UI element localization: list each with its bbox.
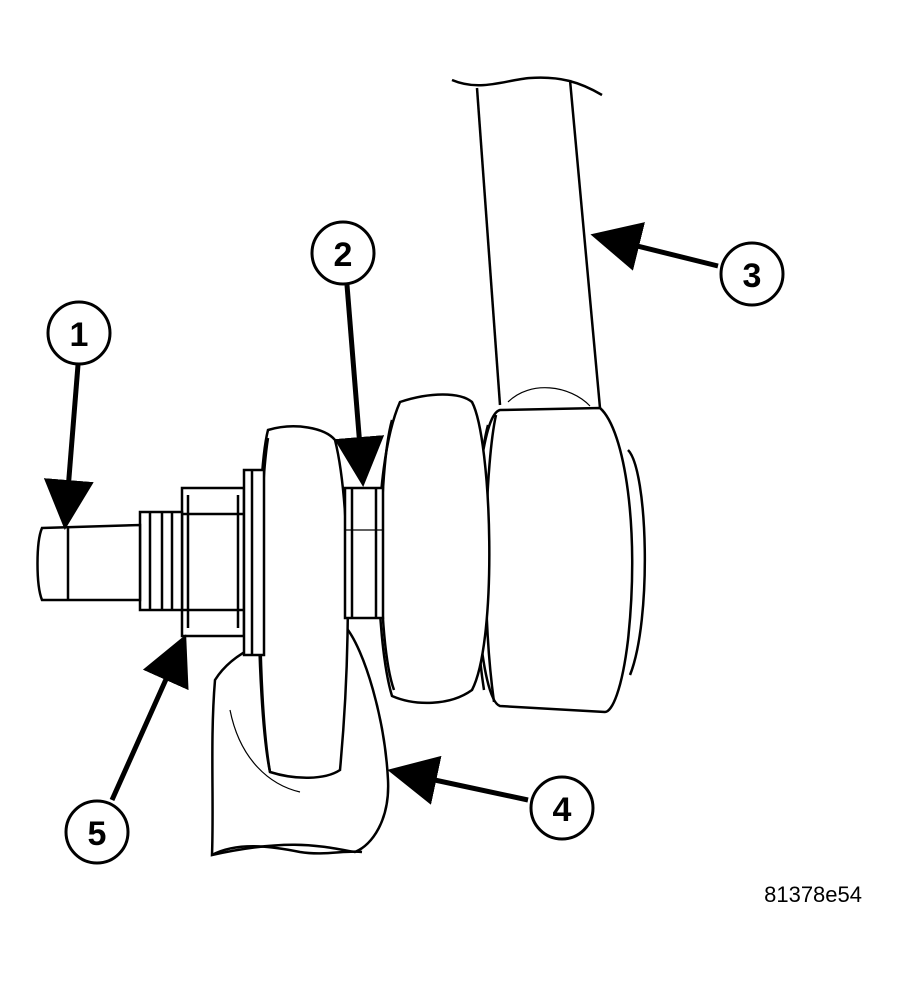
callout-3: 3 [719,241,785,307]
link-eye-washer [253,425,350,780]
callout-3-label: 3 [743,257,762,295]
outer-washer [242,468,266,657]
callout-1: 1 [46,300,112,366]
callout-1-label: 1 [70,316,89,354]
threaded-stud [138,510,184,612]
figure-id: 81378e54 [764,882,862,907]
inner-nut [343,486,385,620]
leader-arrow-4 [387,755,529,805]
callout-5-label: 5 [88,815,107,853]
callout-2: 2 [310,220,376,286]
leader-arrow-1 [43,364,94,530]
leader-arrows [43,222,719,805]
callout-5: 5 [64,799,130,865]
leader-arrow-3 [590,222,719,271]
callout-4: 4 [529,775,595,841]
leader-arrow-2 [334,284,385,487]
stud-hex-end [36,523,142,602]
outer-nut [180,486,246,638]
callout-4-label: 4 [553,791,572,829]
rubber-grommet [377,393,491,705]
stabilizer-bar [451,76,603,409]
bar-end-bushing [474,387,647,714]
callout-2-label: 2 [334,236,353,274]
leader-arrow-5 [109,634,189,802]
